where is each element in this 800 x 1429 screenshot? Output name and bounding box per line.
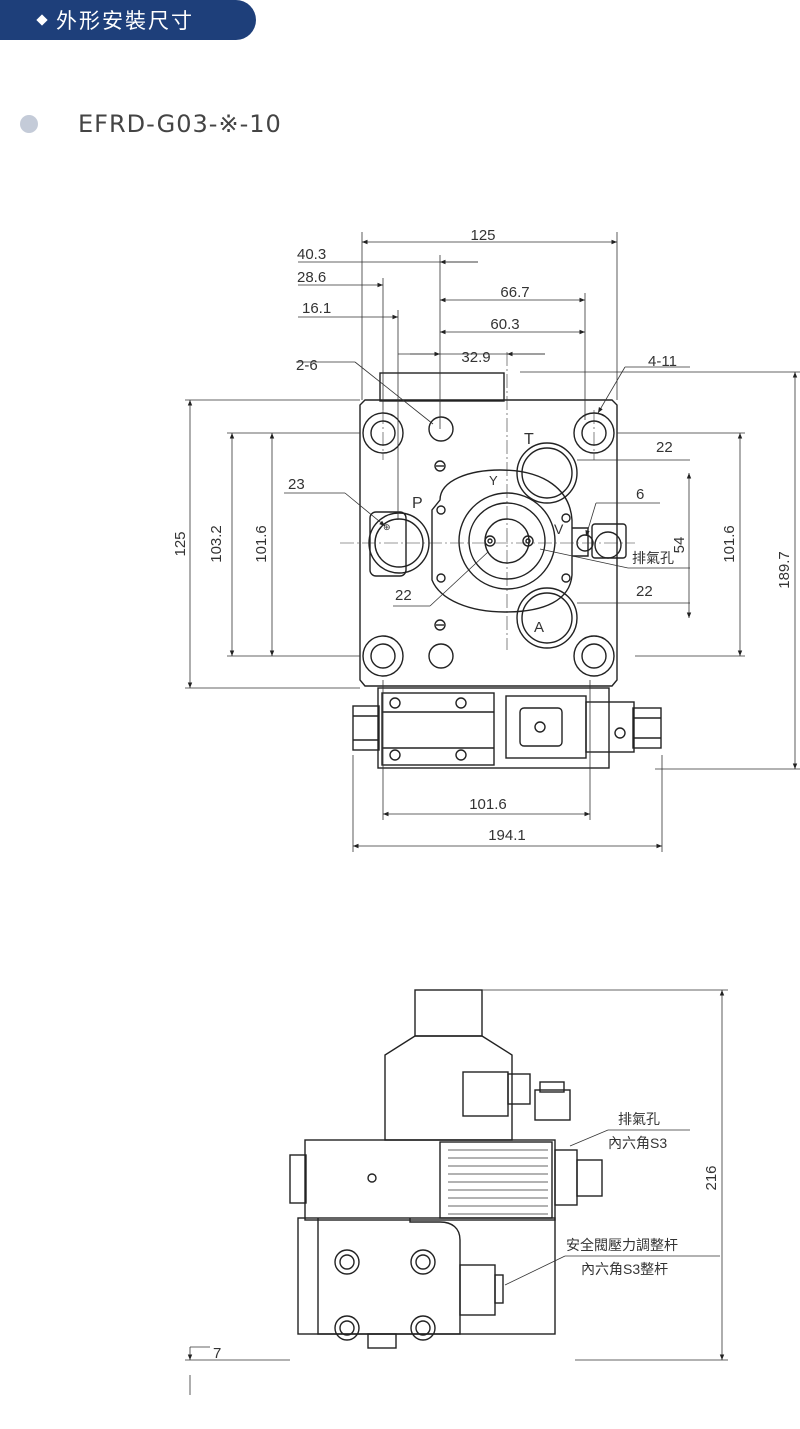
- port-y-label: Y: [489, 473, 498, 488]
- side-valve-body: [304, 1139, 556, 1221]
- vent-label-side: 排氣孔: [618, 1111, 660, 1127]
- label-plate: [369, 511, 407, 577]
- solenoid-assembly: [377, 687, 610, 769]
- safety-hex: 內六角S3整杆: [581, 1261, 668, 1277]
- dim-101-6-right: 101.6: [721, 525, 738, 563]
- section-title: 外形安裝尺寸: [56, 9, 194, 33]
- port-t-label: T: [524, 431, 534, 448]
- dim-4-11: 4-11: [648, 353, 677, 370]
- dim-22-p: 22: [395, 587, 412, 604]
- dim-23: 23: [288, 476, 305, 493]
- side-plug-left: [289, 1154, 307, 1204]
- pin-hole: [428, 416, 454, 442]
- dim-101-6-bottom: 101.6: [469, 796, 507, 813]
- port-a-circle: [516, 587, 578, 649]
- motor-housing: [384, 1035, 513, 1141]
- port-t-circle: [516, 442, 578, 504]
- dim-6: 6: [636, 486, 644, 503]
- dim-125-top: 125: [470, 227, 495, 244]
- model-row: EFRD-G03-※-10: [20, 110, 282, 138]
- vent-label-top: 排氣孔: [632, 550, 674, 566]
- corner-bolt: [362, 635, 404, 677]
- section-header: 外形安裝尺寸: [0, 0, 256, 40]
- screw-mark: [434, 460, 446, 472]
- safety-label: 安全閥壓力調整杆: [566, 1237, 678, 1253]
- screw-mark: [434, 619, 446, 631]
- plug-left: [352, 705, 380, 751]
- port-p-label: P: [412, 495, 423, 512]
- top-boss: [379, 372, 505, 402]
- dim-54: 54: [671, 537, 688, 554]
- dim-32-9: 32.9: [461, 349, 490, 366]
- corner-bolt: [573, 635, 615, 677]
- vent-hex-side: 內六角S3: [608, 1135, 667, 1151]
- dim-22-a: 22: [636, 583, 653, 600]
- top-view: ⊕: [172, 227, 800, 852]
- dim-28-6: 28.6: [297, 269, 326, 286]
- side-bolt: [334, 1315, 360, 1341]
- safety-valve: [459, 1264, 496, 1316]
- dim-2-6: 2-6: [296, 357, 318, 374]
- dim-189-7: 189.7: [776, 551, 793, 589]
- pin-hole: [428, 643, 454, 669]
- bullet-dot-icon: [20, 115, 38, 133]
- plug-right: [632, 707, 662, 749]
- svg-text:⊕: ⊕: [383, 522, 391, 532]
- dim-22-t: 22: [656, 439, 673, 456]
- dim-60-3: 60.3: [490, 316, 519, 333]
- side-bolt: [410, 1249, 436, 1275]
- dim-40-3: 40.3: [297, 246, 326, 263]
- dim-16-1: 16.1: [302, 300, 331, 317]
- side-plug-right: [576, 1159, 603, 1197]
- dim-125-left: 125: [172, 531, 189, 556]
- port-v-label: V: [554, 521, 564, 537]
- dim-103-2: 103.2: [208, 525, 225, 563]
- flange-plate: [431, 469, 573, 613]
- motor-cap: [414, 989, 483, 1037]
- valve-body: [359, 399, 618, 687]
- coil-box: [519, 707, 563, 747]
- model-code: EFRD-G03-※-10: [78, 110, 282, 138]
- side-view: 排氣孔 內六角S3 安全閥壓力調整杆 內六角S3整杆 216 7: [185, 989, 728, 1395]
- side-bolt: [410, 1315, 436, 1341]
- port-a-label: A: [534, 619, 544, 636]
- side-bolt: [334, 1249, 360, 1275]
- cooling-fins: [439, 1141, 553, 1219]
- dim-194-1: 194.1: [488, 827, 526, 844]
- dim-101-6-left: 101.6: [253, 525, 270, 563]
- dim-66-7: 66.7: [500, 284, 529, 301]
- dim-216: 216: [703, 1165, 720, 1190]
- dim-7: 7: [213, 1345, 221, 1362]
- side-coil: [462, 1071, 509, 1117]
